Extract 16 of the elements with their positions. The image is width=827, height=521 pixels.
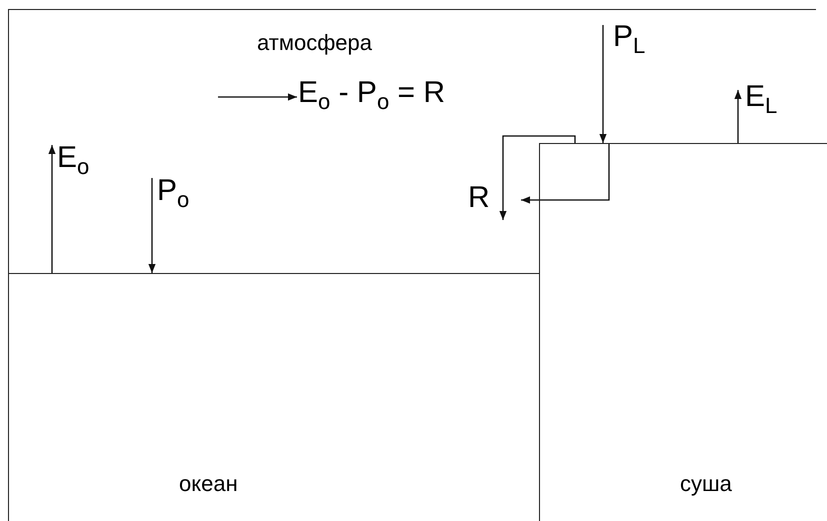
- arrow: [48, 145, 56, 273]
- edge-label: P$_{L}$: [613, 22, 646, 57]
- region-label: атмосфера: [257, 30, 372, 56]
- edge-label: P$_{o}$: [157, 176, 190, 211]
- arrow: [734, 90, 742, 143]
- arrow: [599, 25, 607, 143]
- region-label: суша: [680, 471, 732, 497]
- region-label: океан: [179, 471, 238, 497]
- arrow: [148, 178, 156, 273]
- arrow: [521, 143, 610, 204]
- edge-label: E$_{L}$: [745, 82, 778, 117]
- arrow: [499, 135, 576, 220]
- edge-label: E$_{o}$: [57, 143, 90, 178]
- arrow: [218, 93, 297, 101]
- edge-label: R: [468, 183, 490, 213]
- equation: E$_{o}$ - P$_{o}$ = R: [298, 78, 513, 118]
